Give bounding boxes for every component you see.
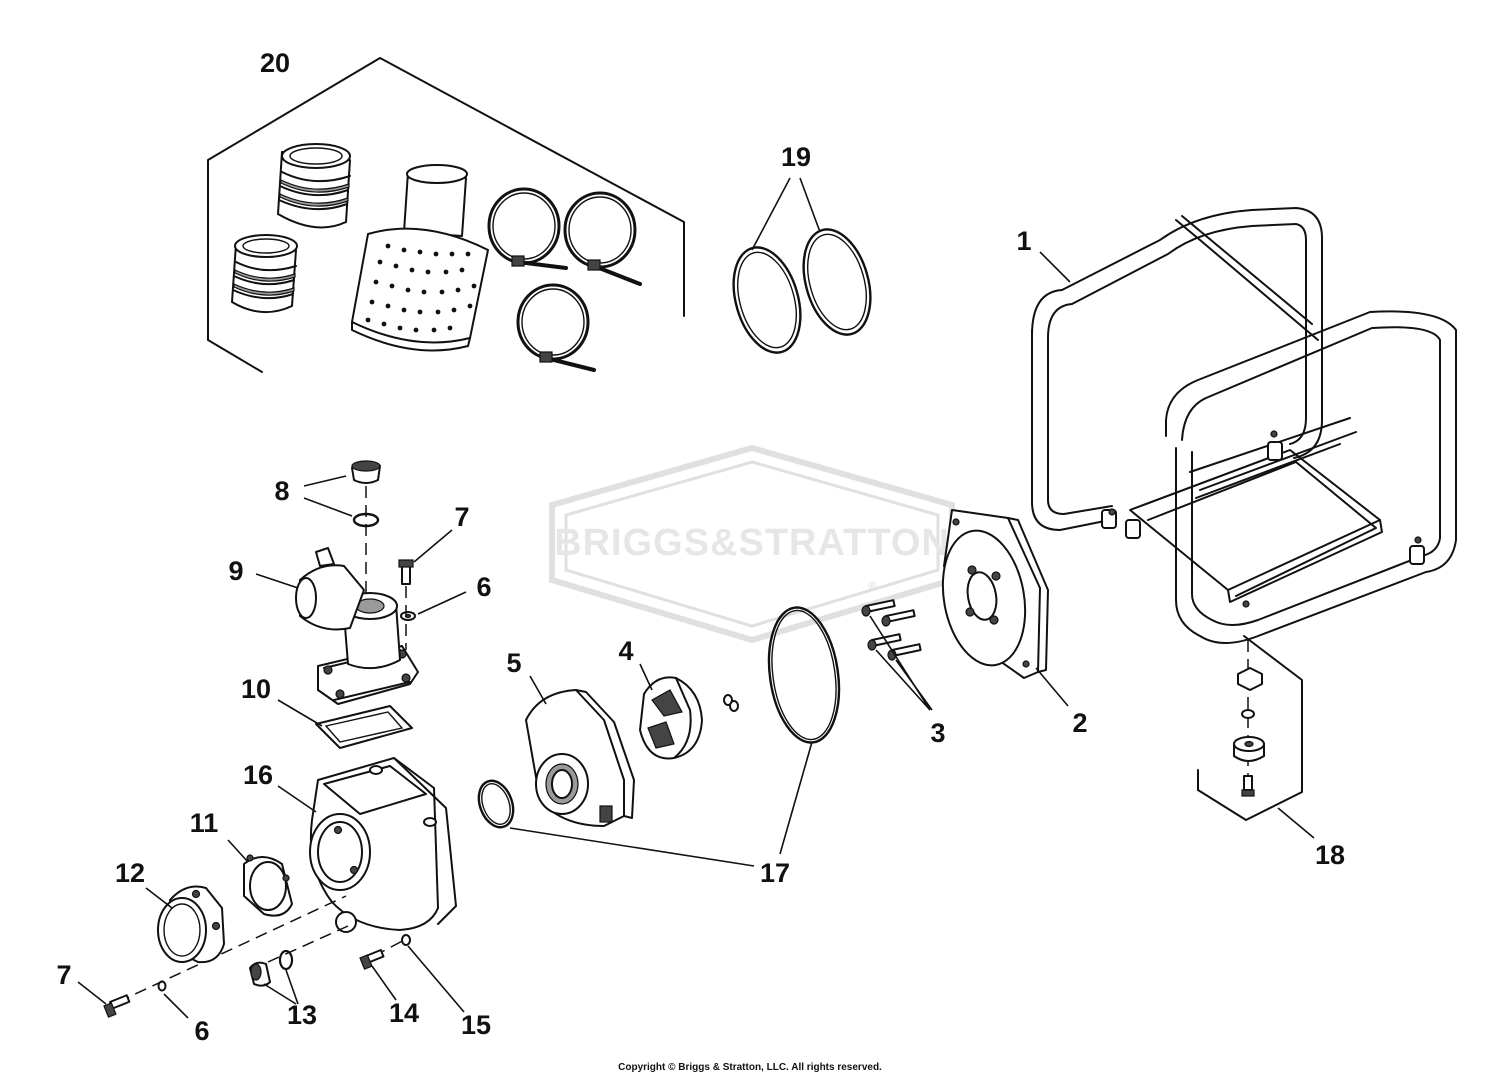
- callout-19: 19: [781, 142, 811, 172]
- callout-13: 13: [287, 1000, 317, 1030]
- callout-4: 4: [618, 636, 633, 666]
- part-1-frame: [1031, 207, 1457, 644]
- part-11-cover-gasket: [227, 839, 293, 917]
- callout-1: 1: [1016, 226, 1031, 256]
- callout-2: 2: [1072, 708, 1087, 738]
- callout-labels: 20 19 1 8 7 6 9 5 4 3 2 10 16 11 17 18 1…: [56, 48, 1345, 1046]
- callout-7-lower: 7: [56, 960, 71, 990]
- part-3-bolts: [861, 599, 933, 711]
- hose-coupler-upper: [277, 143, 351, 229]
- part-18-mount-kit: [1197, 635, 1315, 839]
- hose-clamp-3: [516, 283, 596, 372]
- callout-9: 9: [228, 556, 243, 586]
- callout-15: 15: [461, 1010, 491, 1040]
- part-7-6-lower-hardware: [77, 980, 189, 1019]
- part-12-inlet-cover: [145, 885, 225, 964]
- callout-11: 11: [190, 808, 219, 838]
- part-16-pump-housing: [277, 757, 457, 933]
- callout-18: 18: [1315, 840, 1345, 870]
- part-5-volute: [525, 675, 635, 827]
- callout-10: 10: [241, 674, 271, 704]
- callout-7-upper: 7: [454, 502, 469, 532]
- callout-12: 12: [115, 858, 145, 888]
- callout-5: 5: [506, 648, 521, 678]
- briggs-stratton-watermark: BRIGGS&STRATTON ®: [549, 444, 955, 644]
- part-19-gaskets: [732, 177, 872, 354]
- watermark-brand: BRIGGS&STRATTON: [554, 522, 950, 564]
- part-20-kit: [207, 57, 685, 373]
- part-14-15-hardware: [359, 934, 465, 1013]
- suction-strainer: [351, 164, 489, 352]
- watermark-registered: ®: [868, 579, 877, 593]
- callout-6-upper: 6: [476, 572, 491, 602]
- part-9-discharge-elbow: [255, 547, 419, 705]
- copyright-notice: Copyright © Briggs & Stratton, LLC. All …: [618, 1062, 882, 1073]
- callout-16: 16: [243, 760, 273, 790]
- part-10-gasket: [277, 699, 413, 749]
- hose-clamp-1: [487, 187, 568, 270]
- hose-clamp-2: [563, 191, 642, 286]
- part-2-adapter-plate: [941, 509, 1069, 707]
- part-7-6-upper-hardware: [398, 529, 467, 650]
- callout-20: 20: [260, 48, 290, 78]
- part-17-o-rings: [477, 606, 841, 867]
- callout-3: 3: [930, 718, 945, 748]
- part-4-impeller: [639, 663, 739, 760]
- part-8-fill-plug: [303, 460, 381, 600]
- callout-17: 17: [760, 858, 790, 888]
- part-13-drain-plug: [249, 949, 299, 1005]
- hose-coupler-lower: [231, 234, 298, 314]
- callout-14: 14: [389, 998, 419, 1028]
- callout-6-lower: 6: [194, 1016, 209, 1046]
- kit-bracket: [207, 57, 685, 373]
- callout-8: 8: [274, 476, 289, 506]
